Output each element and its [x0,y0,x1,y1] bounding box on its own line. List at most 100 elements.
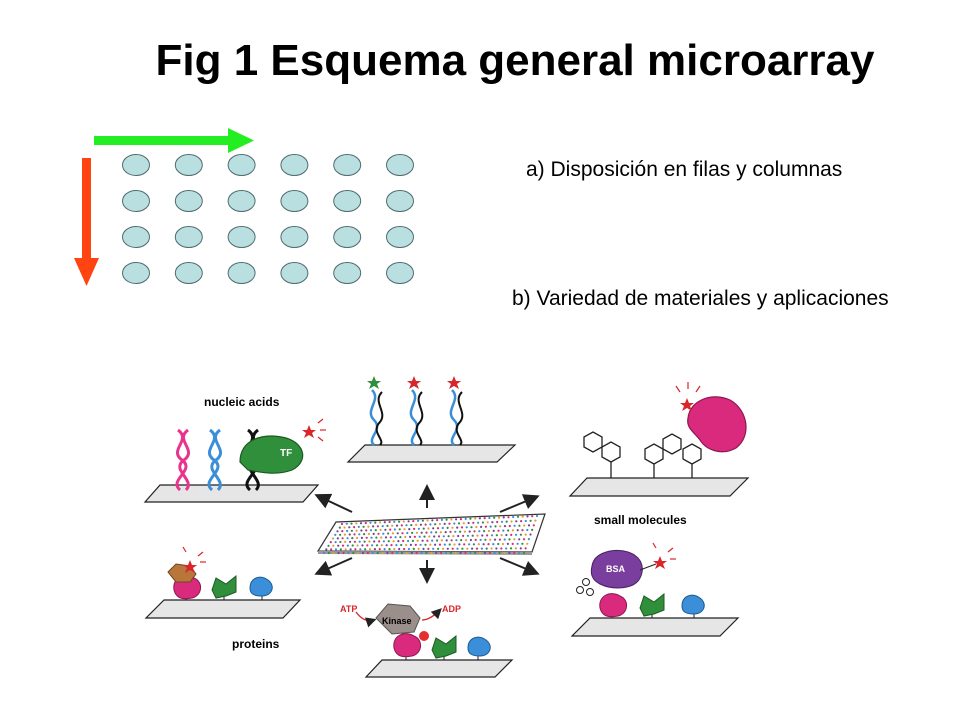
slide-spot [428,535,431,538]
slide-spot [513,524,516,527]
slide-spot [447,535,450,538]
label-proteins: proteins [232,637,280,651]
slide-spot [492,543,495,546]
slide-spot [436,539,439,542]
slide-spot [434,523,437,526]
slide-spot [405,524,408,527]
array-spot [174,262,203,284]
slide-spot [446,547,449,550]
slide-spot [457,522,461,525]
slide-spot [514,533,518,536]
slide-spot [408,528,411,531]
slide-spot [363,533,366,536]
slide-spot [435,551,438,555]
slide-spot [510,520,513,523]
slide-spot [425,531,428,534]
slide-spot [391,532,394,535]
slide-spot [364,521,367,525]
slide-spot [469,538,472,542]
slide-spot [379,528,382,532]
slide-spot [453,543,456,546]
slide-spot [506,542,509,546]
slide-spot [460,526,464,529]
slide-spot [505,547,508,550]
slide-spot [353,540,356,543]
slide-spot [341,537,344,540]
slide-spot [417,527,420,530]
slide-spot [422,547,425,551]
slide-spot [400,551,404,555]
slide-spot [484,538,487,541]
slide-spot [345,522,348,525]
array-spot [122,190,150,212]
dna-probe-strand [369,389,379,446]
slide-spot [329,541,332,544]
slide-spot [395,524,399,527]
slide-spot [342,551,345,555]
slide-spot [496,520,499,524]
slide-spot [439,531,442,534]
array-spot [174,190,203,212]
slide-spot [488,551,491,555]
slide-spot [426,539,429,542]
slide-spot [353,533,356,536]
slide-spot [481,534,484,537]
slide-spot [448,543,451,546]
slide-spot [401,532,404,535]
slide-spot [429,523,432,526]
slide-spot [400,524,403,527]
slide-spot [410,551,413,555]
tf-tag: TF [280,448,292,459]
slide-spot [455,518,458,521]
slide-spot [465,539,468,542]
slide-spot [442,535,445,538]
slide-spot [372,525,375,528]
slide-spot [415,551,418,555]
slide-spot [444,531,447,534]
array-spot [280,154,309,176]
slide-spot [411,539,414,543]
array-spot [174,226,203,248]
array-spot [280,190,309,212]
slide-spot [493,551,496,555]
slide-spot [513,551,516,555]
slide-spot [380,536,383,539]
slide-spot [473,530,476,533]
slide-spot [493,516,496,519]
slide-spot [325,548,328,551]
slide-spot [431,519,434,522]
slide-spot [454,551,457,555]
slide-spot [441,547,445,550]
row-direction-arrow [94,128,254,153]
slide-spot [459,551,462,555]
slide-spot [399,536,402,539]
slide-spot [327,551,330,555]
slide-spot [474,517,477,520]
slide-spot [353,526,356,529]
slide-spot [487,529,490,533]
slide-spot [441,526,444,530]
slide-spot [346,529,349,533]
slide-spot [396,551,399,555]
slide-spot [423,535,426,538]
array-spot [333,154,362,176]
slide-spot [377,532,380,535]
slide-spot [497,516,501,519]
slide-spot [458,543,461,546]
slide-spot [394,536,397,539]
slide-spot [468,543,471,546]
spot-grid [122,154,414,284]
slide-spot [516,542,519,545]
slide-spot [389,536,392,539]
slide-spot [395,544,398,547]
slide-spot [463,543,466,546]
slide-spot [491,521,494,524]
slide-spot [524,547,527,550]
slide-spot [371,551,374,555]
atp-tag: ATP [340,604,357,614]
slide-spot [478,517,481,520]
slide-spot [487,543,490,546]
slide-spot [336,530,339,533]
slide-spot [511,529,514,532]
slide-spot [456,547,459,550]
